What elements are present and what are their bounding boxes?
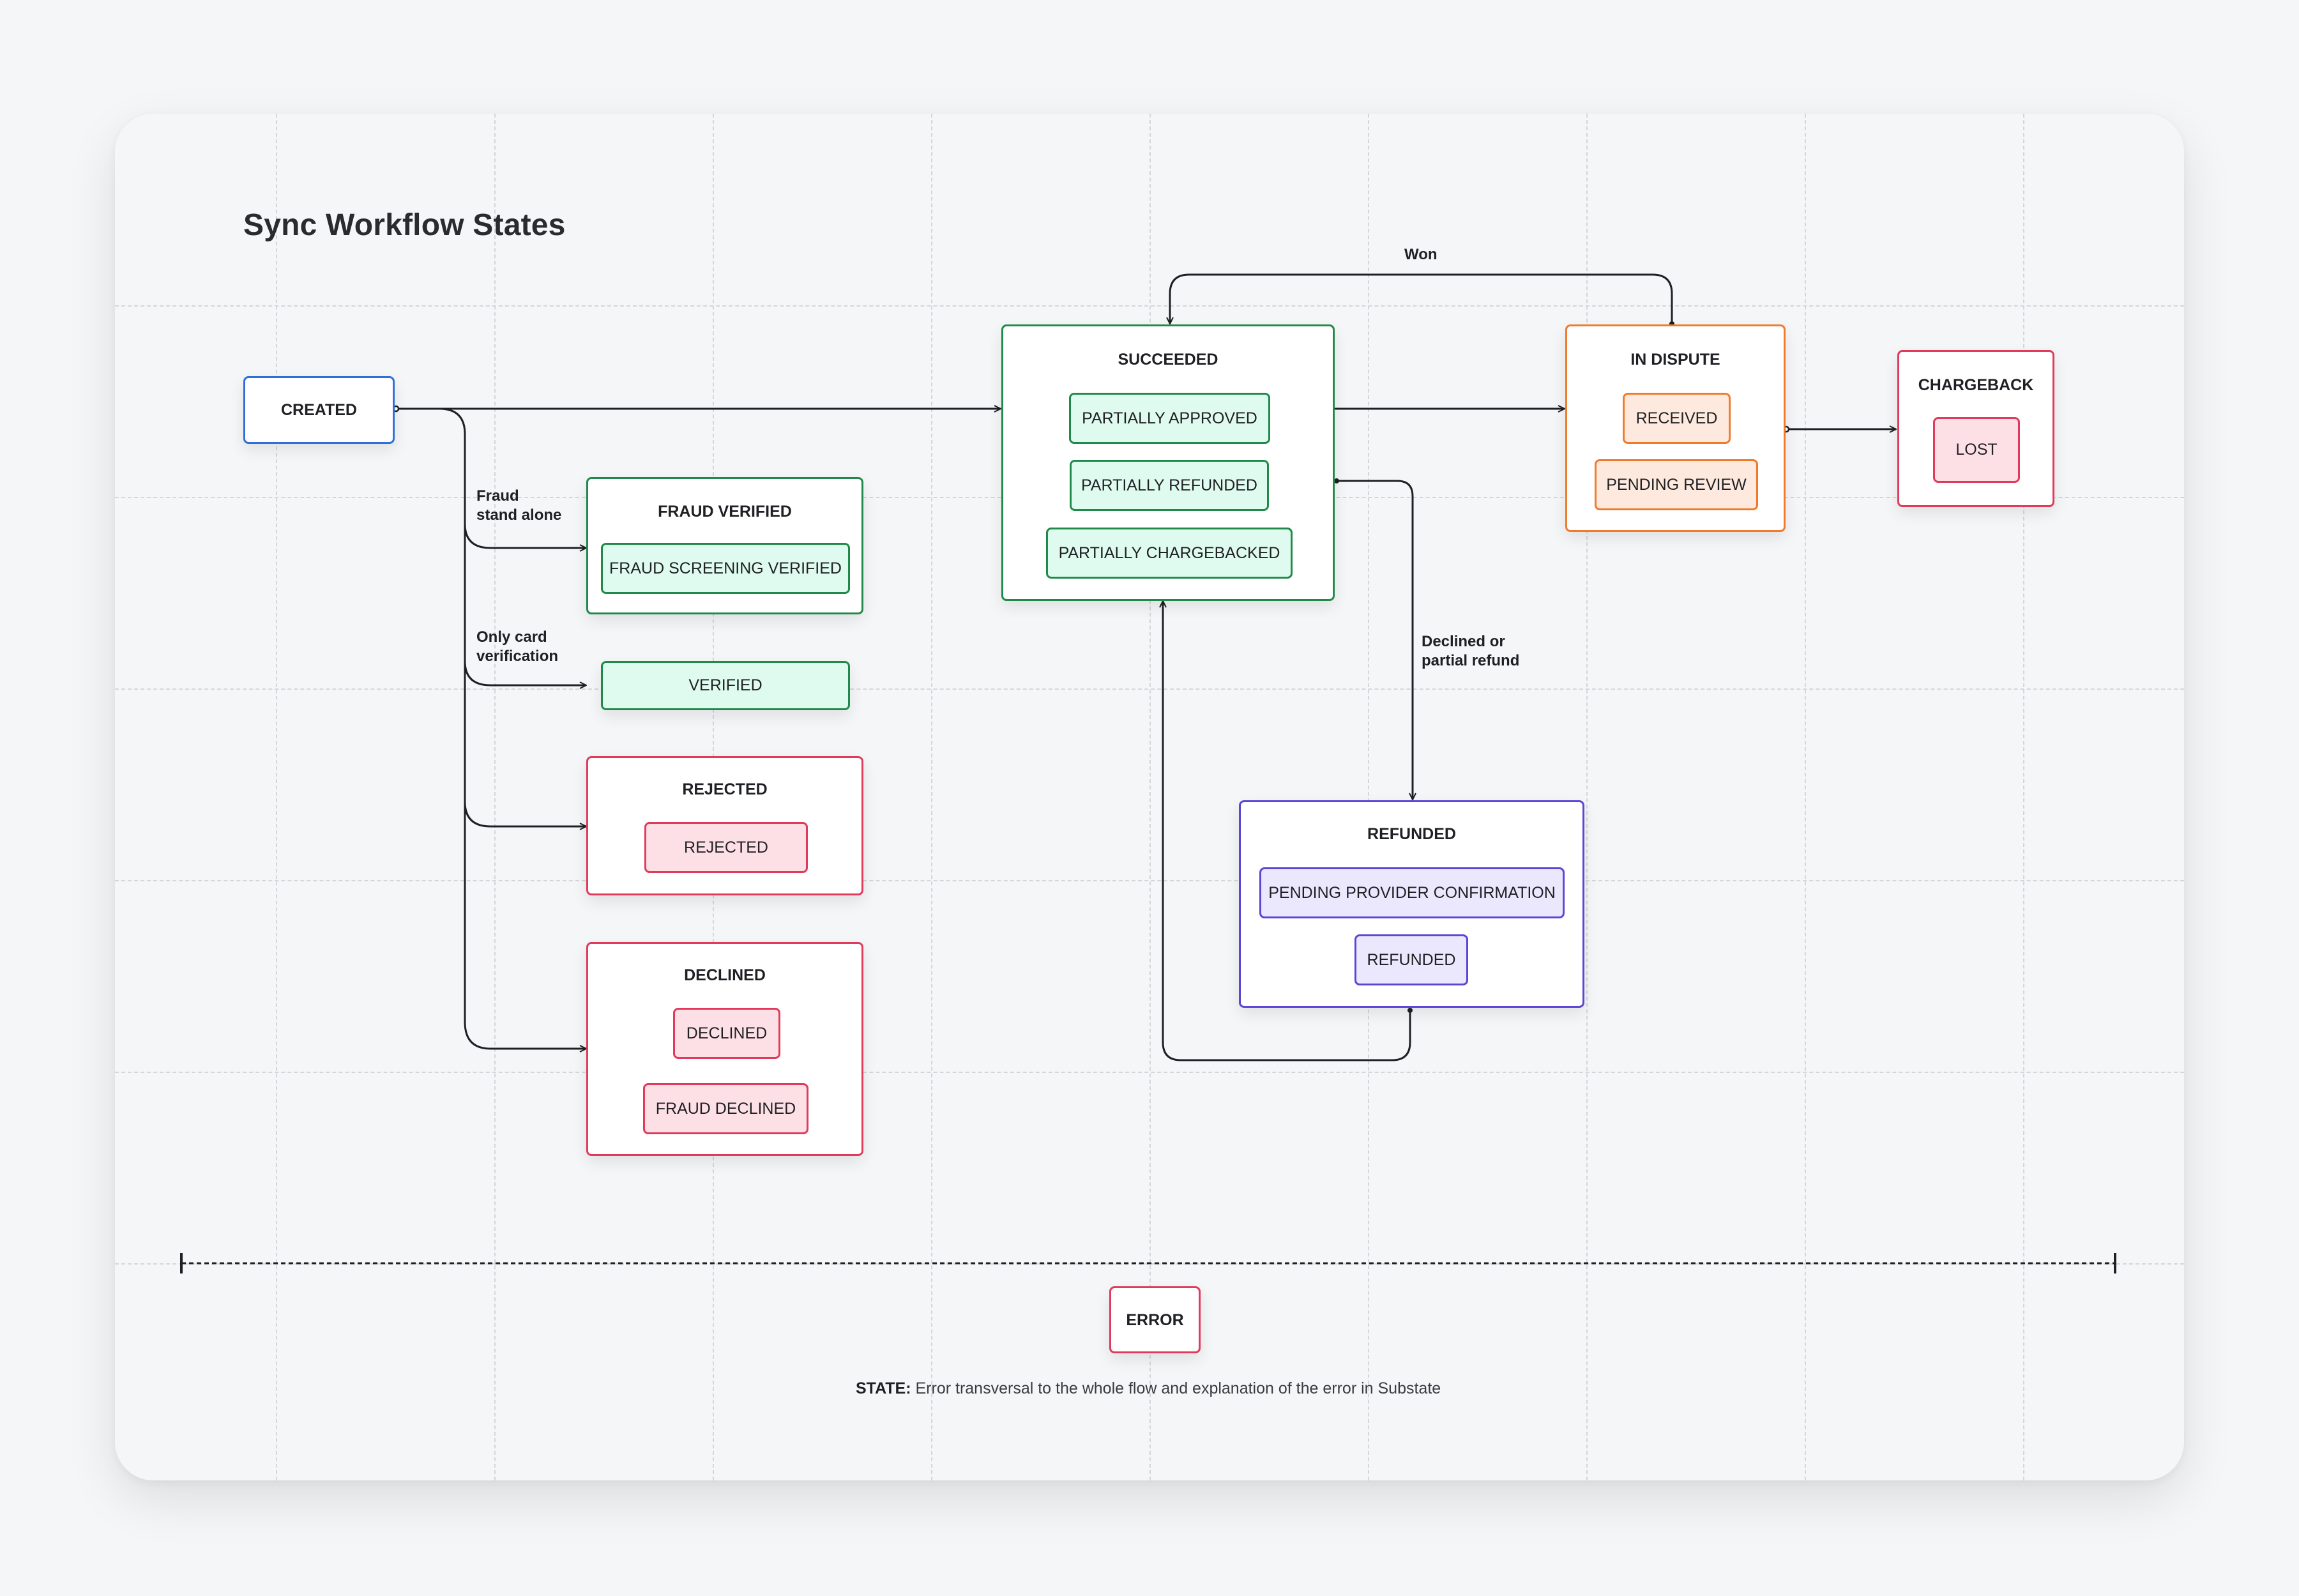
grid-line — [115, 688, 2184, 690]
grid-line — [1805, 114, 1806, 1480]
substate-received[interactable]: RECEIVED — [1623, 393, 1731, 444]
state-fraud-verified[interactable]: FRAUD VERIFIED FRAUD SCREENING VERIFIED — [586, 477, 863, 614]
grid-line — [115, 305, 2184, 307]
substate-fraud-declined[interactable]: FRAUD DECLINED — [643, 1083, 808, 1134]
edge-created-branch — [396, 407, 586, 1049]
connector-origin-dot — [1334, 478, 1339, 483]
grid-line — [2023, 114, 2024, 1480]
state-title: SUCCEEDED — [1118, 351, 1218, 369]
state-verified[interactable]: VERIFIED — [601, 661, 850, 710]
edge-refunded-succeeded — [1163, 601, 1411, 1061]
connector-origin-dot — [1407, 1008, 1413, 1013]
grid-line — [115, 880, 2184, 881]
state-title: REFUNDED — [1367, 825, 1456, 843]
state-title: FRAUD VERIFIED — [658, 503, 792, 521]
state-declined[interactable]: DECLINED DECLINED FRAUD DECLINED — [586, 942, 863, 1156]
state-title: CREATED — [281, 401, 357, 419]
edge-won — [1170, 273, 1673, 324]
footnote-label: STATE: — [856, 1379, 911, 1397]
state-succeeded[interactable]: SUCCEEDED PARTIALLY APPROVED PARTIALLY R… — [1001, 324, 1335, 601]
edge-label-declined-or-partial-refund: Declined or partial refund — [1422, 633, 1520, 669]
edge-label-won: Won — [1404, 246, 1438, 263]
substate-rejected[interactable]: REJECTED — [644, 822, 808, 873]
grid-line — [1586, 114, 1588, 1480]
substate-partially-refunded[interactable]: PARTIALLY REFUNDED — [1070, 460, 1269, 511]
edge-created-rejected — [464, 801, 586, 826]
state-created[interactable]: CREATED — [243, 376, 395, 444]
state-title: IN DISPUTE — [1630, 351, 1720, 369]
grid-line — [1368, 114, 1369, 1480]
state-in-dispute[interactable]: IN DISPUTE RECEIVED PENDING REVIEW — [1565, 324, 1786, 532]
substate-refunded[interactable]: REFUNDED — [1354, 934, 1468, 985]
edge-label-fraud-stand-alone: Fraud stand alone — [476, 487, 562, 524]
grid-line — [1150, 114, 1151, 1480]
substate-lost[interactable]: LOST — [1933, 417, 2020, 483]
state-rejected[interactable]: REJECTED REJECTED — [586, 756, 863, 895]
diagram-title: Sync Workflow States — [243, 208, 566, 242]
state-chargeback[interactable]: CHARGEBACK LOST — [1897, 350, 2054, 507]
state-error[interactable]: ERROR — [1109, 1286, 1201, 1353]
state-title: DECLINED — [684, 966, 766, 984]
substate-partially-chargebacked[interactable]: PARTIALLY CHARGEBACKED — [1046, 528, 1293, 579]
grid-line — [931, 114, 932, 1480]
edge-label-only-card-verification: Only card verification — [476, 628, 559, 665]
substate-declined[interactable]: DECLINED — [673, 1008, 780, 1059]
substate-fraud-screening-verified[interactable]: FRAUD SCREENING VERIFIED — [601, 543, 850, 594]
grid-line — [115, 1072, 2184, 1073]
grid-line — [494, 114, 496, 1480]
state-refunded[interactable]: REFUNDED PENDING PROVIDER CONFIRMATION R… — [1239, 800, 1584, 1008]
grid-line — [276, 114, 277, 1480]
state-title: ERROR — [1126, 1311, 1184, 1329]
substate-partially-approved[interactable]: PARTIALLY APPROVED — [1069, 393, 1270, 444]
edge-succeeded-refunded — [1337, 480, 1413, 800]
substate-pending-provider-confirmation[interactable]: PENDING PROVIDER CONFIRMATION — [1259, 867, 1565, 918]
edge-created-verified — [464, 660, 586, 685]
footnote-text: Error transversal to the whole flow and … — [911, 1379, 1441, 1397]
edge-created-fraud-verified — [464, 523, 586, 548]
state-title: REJECTED — [682, 780, 768, 798]
substate-pending-review[interactable]: PENDING REVIEW — [1595, 459, 1758, 510]
footnote: STATE: Error transversal to the whole fl… — [856, 1379, 1441, 1398]
error-divider — [180, 1253, 2116, 1273]
state-title: CHARGEBACK — [1918, 376, 2034, 394]
